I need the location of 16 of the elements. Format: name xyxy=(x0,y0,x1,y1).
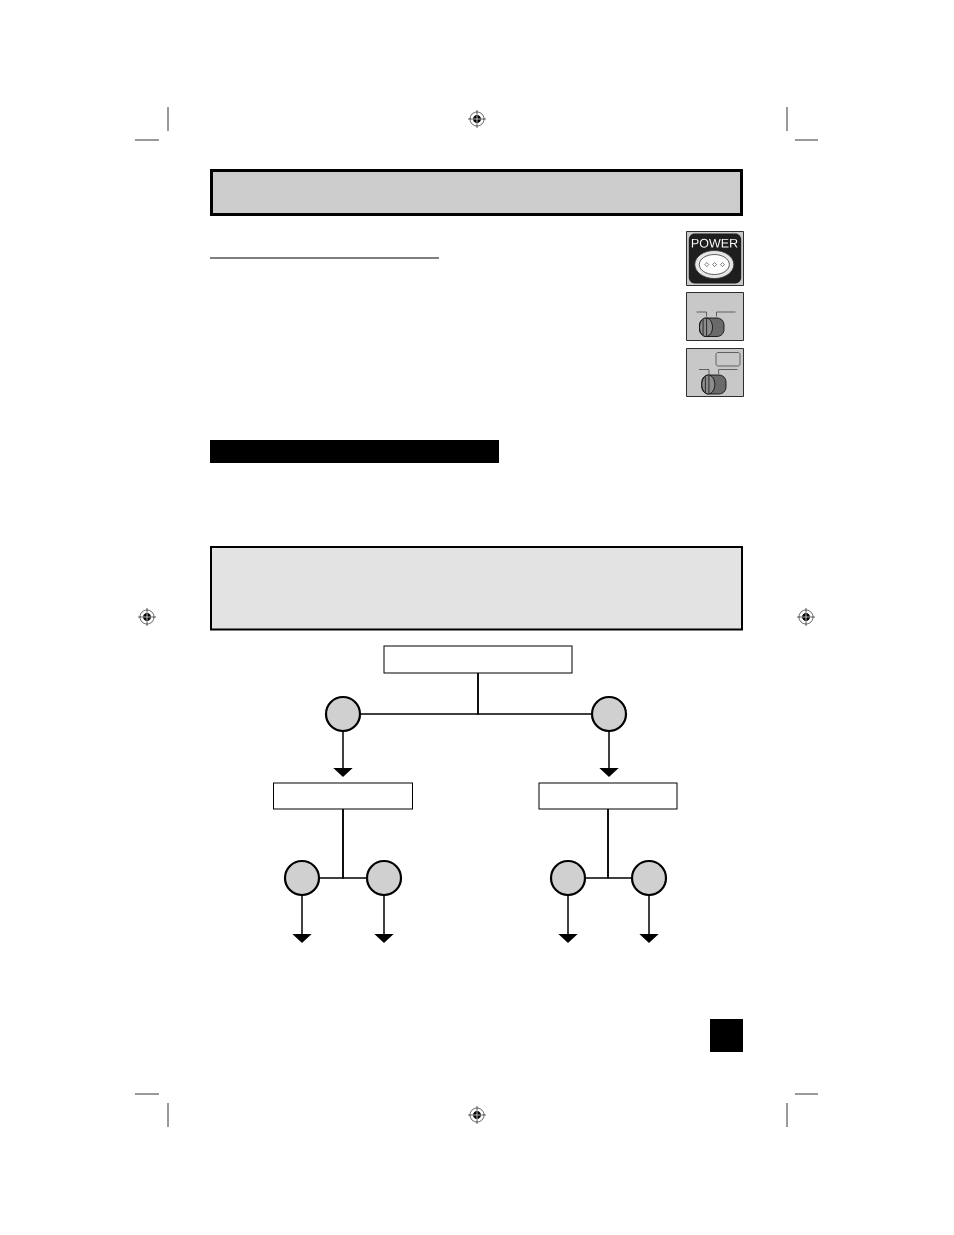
process-box xyxy=(538,782,678,810)
title-banner xyxy=(210,169,743,216)
note-box xyxy=(210,546,743,631)
connector xyxy=(477,672,593,715)
circle-node xyxy=(549,859,587,897)
circle-node xyxy=(590,695,628,733)
connector xyxy=(607,808,633,879)
circle-node xyxy=(324,695,362,733)
circle-node xyxy=(630,859,668,897)
connector xyxy=(342,808,368,879)
heading-bar xyxy=(210,440,499,463)
process-box xyxy=(383,645,573,674)
circle-node xyxy=(283,859,321,897)
circle-node xyxy=(365,859,403,897)
power-button: POWER xyxy=(686,231,744,286)
process-box xyxy=(273,782,413,810)
